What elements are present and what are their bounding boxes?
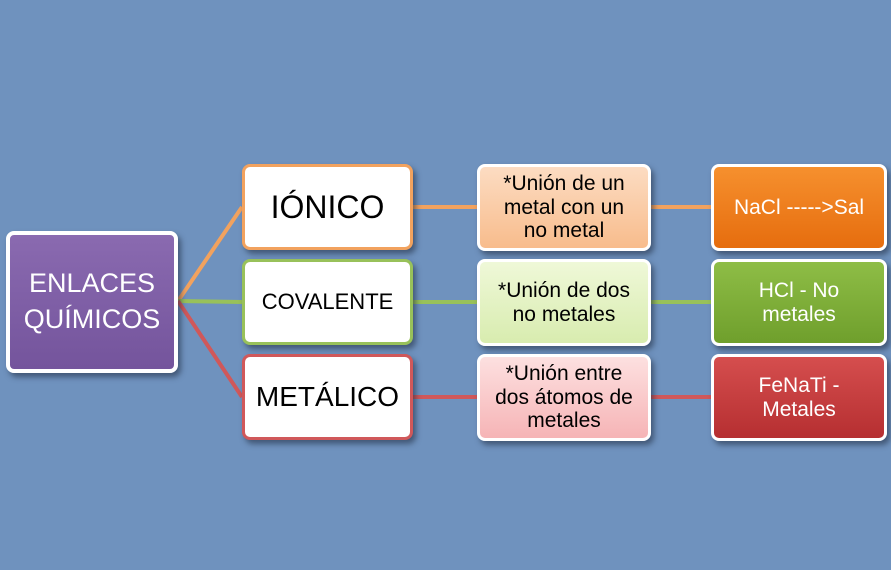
example-node-ionico: NaCl ----->Sal xyxy=(711,164,887,251)
example-text-metalico: FeNaTi - Metales xyxy=(758,373,840,421)
root-node-enlaces-quimicos: ENLACES QUÍMICOS xyxy=(6,231,178,373)
example-node-covalente: HCl - No metales xyxy=(711,259,887,346)
type-label-ionico: IÓNICO xyxy=(270,188,385,225)
description-text-metalico: *Unión entre dos átomos de metales xyxy=(495,361,633,433)
example-node-metalico: FeNaTi - Metales xyxy=(711,354,887,441)
type-node-ionico: IÓNICO xyxy=(242,164,413,250)
root-label: ENLACES QUÍMICOS xyxy=(23,268,161,334)
description-node-metalico: *Unión entre dos átomos de metales xyxy=(477,354,651,441)
example-text-covalente: HCl - No metales xyxy=(758,278,840,326)
type-node-covalente: COVALENTE xyxy=(242,259,413,345)
type-label-metalico: METÁLICO xyxy=(255,381,400,412)
connector-root-metallic xyxy=(176,299,244,399)
connector-root-ionic xyxy=(176,205,244,303)
connector-root-covalent xyxy=(177,299,243,304)
type-node-metalico: METÁLICO xyxy=(242,354,413,440)
description-text-covalente: *Unión de dos no metales xyxy=(498,278,630,326)
description-node-ionico: *Unión de un metal con un no metal xyxy=(477,164,651,251)
description-node-covalente: *Unión de dos no metales xyxy=(477,259,651,346)
type-label-covalente: COVALENTE xyxy=(261,289,394,314)
description-text-ionico: *Unión de un metal con un no metal xyxy=(503,171,625,243)
example-text-ionico: NaCl ----->Sal xyxy=(733,195,865,219)
